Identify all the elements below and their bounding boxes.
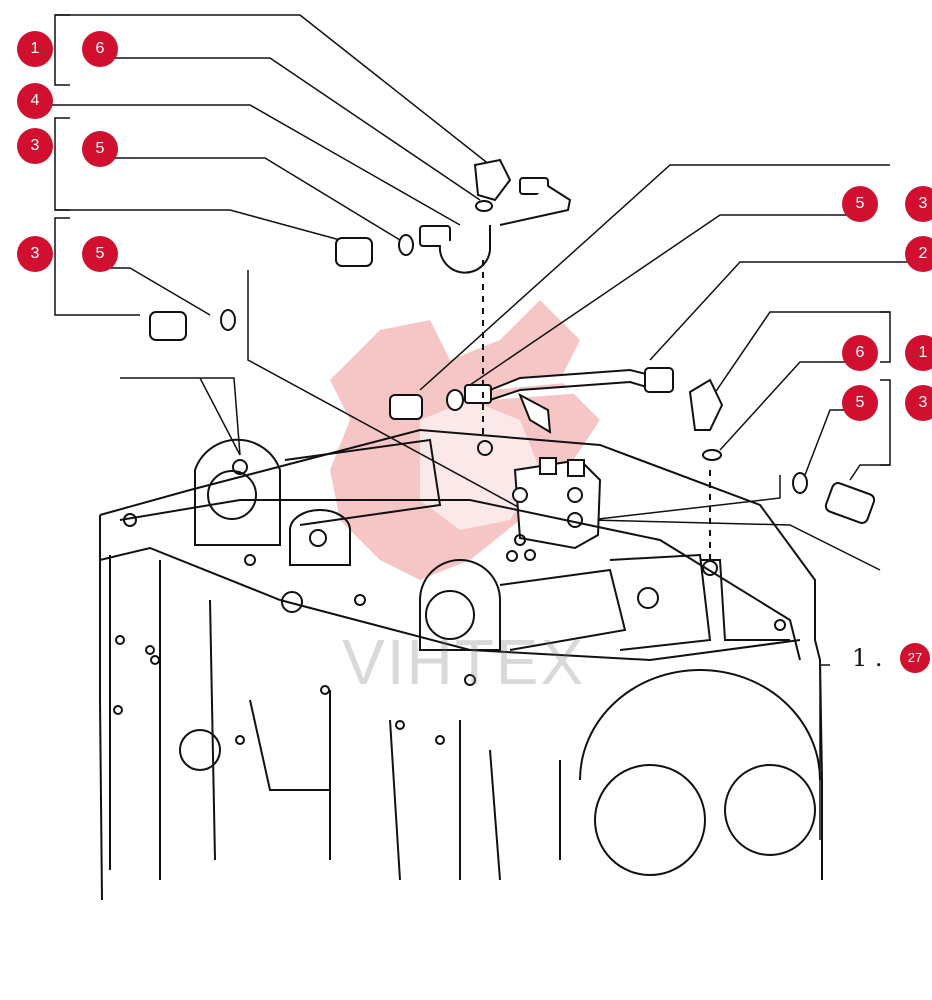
watermark-text: VIHTEX <box>342 626 586 698</box>
valve-block <box>512 457 602 550</box>
callout-2[interactable]: 2 <box>905 236 932 272</box>
callout-6[interactable]: 6 <box>842 335 878 371</box>
callout-4[interactable]: 4 <box>17 83 53 119</box>
callout-3[interactable]: 3 <box>17 236 53 272</box>
callout-6[interactable]: 6 <box>82 31 118 67</box>
callout-5[interactable]: 5 <box>842 385 878 421</box>
callout-5[interactable]: 5 <box>82 236 118 272</box>
callout-3[interactable]: 3 <box>905 385 932 421</box>
fittings <box>149 158 876 524</box>
callout-3[interactable]: 3 <box>17 128 53 164</box>
callout-5[interactable]: 5 <box>842 186 878 222</box>
callout-1[interactable]: 1 <box>905 335 932 371</box>
callout-5[interactable]: 5 <box>82 131 118 167</box>
callout-1[interactable]: 1 <box>17 31 53 67</box>
callout-27[interactable]: 27 <box>900 643 930 673</box>
transmission-housing <box>99 260 823 901</box>
callout-3[interactable]: 3 <box>905 186 932 222</box>
reference-label: 1 . <box>852 644 883 672</box>
